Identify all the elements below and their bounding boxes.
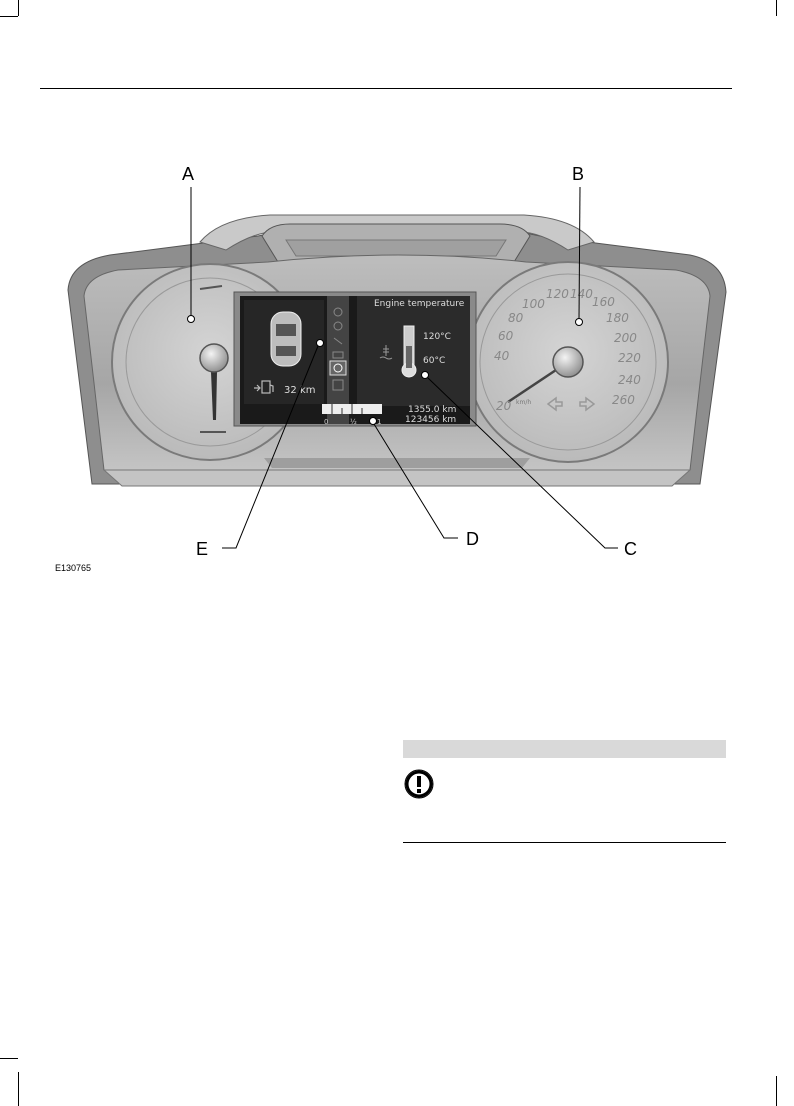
range-unit: km bbox=[300, 385, 316, 396]
gear-icon bbox=[329, 360, 347, 376]
speed-tick-260: 260 bbox=[612, 393, 635, 407]
callout-b: B bbox=[572, 164, 585, 184]
warning-bottom-rule bbox=[403, 842, 726, 843]
left-indicator-icon bbox=[546, 396, 563, 412]
speed-tick-220: 220 bbox=[618, 351, 641, 365]
trip-distance: 1355.0 km bbox=[408, 405, 456, 415]
speed-tick-240: 240 bbox=[618, 373, 641, 387]
crop-mark-top-right bbox=[776, 0, 777, 16]
fuel-half-mark: ½ bbox=[350, 418, 357, 426]
callout-d: D bbox=[466, 529, 479, 549]
speed-tick-200: 200 bbox=[614, 331, 637, 345]
coolant-temperature-icon bbox=[379, 345, 393, 360]
exclamation-circle-icon bbox=[404, 769, 434, 799]
temp-high: 120°C bbox=[423, 332, 451, 342]
speed-tick-80: 80 bbox=[508, 311, 524, 325]
odometer: 123456 km bbox=[405, 415, 456, 425]
callout-e: E bbox=[196, 539, 209, 559]
speed-tick-180: 180 bbox=[606, 311, 629, 325]
speed-tick-120: 120 bbox=[546, 287, 569, 301]
crop-mark-bottom-right bbox=[776, 1076, 777, 1106]
right-indicator-icon bbox=[579, 396, 596, 412]
callout-a: A bbox=[182, 164, 195, 184]
temp-low: 60°C bbox=[423, 356, 445, 366]
speed-tick-100: 100 bbox=[522, 297, 545, 311]
speed-tick-160: 160 bbox=[592, 295, 615, 309]
display-heading: Engine temperature bbox=[374, 299, 465, 309]
warning-header-bar bbox=[403, 740, 726, 758]
speed-tick-140: 140 bbox=[570, 287, 593, 301]
speed-tick-20: 20 bbox=[496, 399, 512, 413]
car-top-view-icon bbox=[270, 311, 302, 367]
fuel-full-mark: 1 bbox=[377, 418, 381, 426]
crop-mark-top-left bbox=[0, 16, 18, 17]
speed-unit: km/h bbox=[516, 399, 531, 406]
speed-tick-40: 40 bbox=[494, 349, 510, 363]
figure-id: E130765 bbox=[55, 563, 92, 573]
instrument-cluster-illustration: 20 40 60 80 100 120 140 160 180 200 220 … bbox=[67, 186, 727, 549]
fuel-pump-icon bbox=[254, 380, 274, 394]
fuel-empty-mark: 0 bbox=[324, 418, 328, 426]
crop-mark-bottom-left bbox=[0, 1058, 18, 1059]
speed-tick-60: 60 bbox=[498, 329, 514, 343]
crop-mark-top-left-v bbox=[18, 0, 19, 16]
header-rule bbox=[40, 88, 732, 89]
crop-mark-bottom-left-v bbox=[18, 1072, 19, 1106]
callout-c: C bbox=[624, 539, 637, 559]
range-value: 32 bbox=[284, 385, 297, 396]
